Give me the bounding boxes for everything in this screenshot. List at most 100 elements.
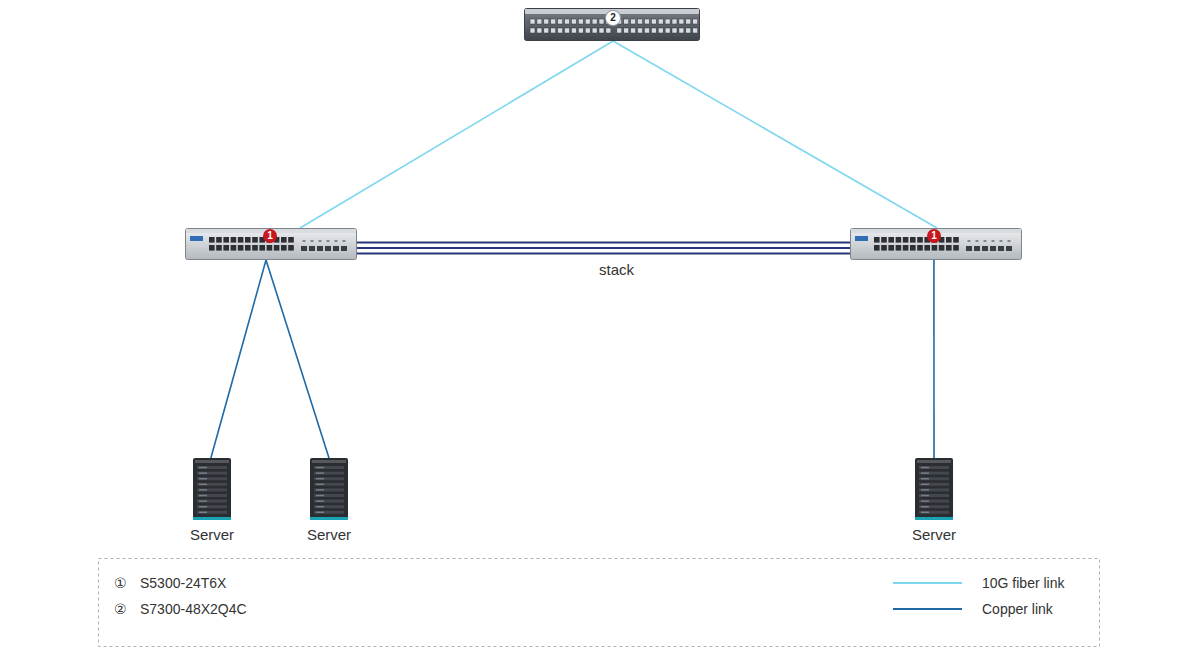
sfp-port bbox=[585, 28, 590, 33]
server-cap bbox=[917, 460, 951, 463]
drive-bay bbox=[197, 483, 227, 486]
sfp-port bbox=[341, 246, 347, 251]
drive-handle bbox=[316, 467, 324, 468]
access-switch: 1 bbox=[185, 228, 357, 260]
drive-bay bbox=[314, 511, 344, 514]
legend-text: S7300-48X2Q4C bbox=[140, 601, 247, 617]
copper-link bbox=[266, 260, 329, 458]
rj45-port bbox=[917, 237, 923, 243]
sfp-port bbox=[982, 246, 988, 251]
drive-bay bbox=[314, 466, 344, 469]
legend-entry: S5300-24T6X bbox=[140, 575, 226, 591]
sfp-port bbox=[558, 28, 563, 33]
rj45-port bbox=[874, 245, 880, 251]
drive-bay bbox=[919, 500, 949, 503]
rj45-port bbox=[252, 245, 258, 251]
drive-bay bbox=[919, 483, 949, 486]
stack-link-strand bbox=[357, 253, 850, 255]
sfp-port bbox=[592, 28, 597, 33]
sfp-port bbox=[530, 19, 535, 24]
drive-bay bbox=[919, 466, 949, 469]
switch-body bbox=[851, 229, 1022, 260]
drive-bay bbox=[919, 511, 949, 514]
port-led bbox=[992, 240, 995, 242]
drive-handle bbox=[316, 495, 324, 496]
drive-bay bbox=[197, 477, 227, 480]
port-led bbox=[984, 240, 987, 242]
drive-handle bbox=[921, 467, 929, 468]
rj45-port bbox=[223, 237, 229, 243]
drive-bay bbox=[314, 505, 344, 508]
rj45-port bbox=[939, 245, 945, 251]
rj45-port bbox=[917, 245, 923, 251]
sfp-port bbox=[990, 246, 996, 251]
sfp-port bbox=[658, 28, 663, 33]
server-tower: Server bbox=[193, 458, 231, 520]
drive-handle bbox=[316, 506, 324, 507]
rj45-port bbox=[223, 245, 229, 251]
drive-bay bbox=[197, 494, 227, 497]
sfp-port bbox=[599, 28, 604, 33]
rj45-port bbox=[267, 245, 273, 251]
server-base bbox=[193, 517, 231, 520]
sfp-port bbox=[537, 28, 542, 33]
sfp-port bbox=[686, 19, 691, 24]
sfp-port bbox=[558, 19, 563, 24]
callout-number: 1 bbox=[927, 229, 941, 243]
sfp-port bbox=[638, 28, 643, 33]
rj45-port bbox=[238, 237, 244, 243]
drive-bay bbox=[919, 477, 949, 480]
sfp-port bbox=[658, 19, 663, 24]
server-tower-art bbox=[193, 458, 231, 520]
rj45-port bbox=[903, 245, 909, 251]
drive-bay bbox=[314, 500, 344, 503]
sfp-port bbox=[530, 28, 535, 33]
rj45-port bbox=[231, 245, 237, 251]
sfp-port bbox=[686, 28, 691, 33]
sfp-port bbox=[624, 28, 629, 33]
rj45-port bbox=[281, 245, 287, 251]
drive-bay bbox=[197, 472, 227, 475]
drive-handle bbox=[199, 478, 207, 479]
sfp-port bbox=[551, 19, 556, 24]
sfp-port bbox=[325, 246, 331, 251]
rj45-port bbox=[910, 237, 916, 243]
fiber-link bbox=[613, 41, 937, 228]
drive-handle bbox=[199, 495, 207, 496]
switch-logo bbox=[190, 236, 203, 241]
rj45-port bbox=[245, 245, 251, 251]
fiber-link bbox=[300, 41, 613, 228]
rj45-port bbox=[216, 237, 222, 243]
sfp-port bbox=[544, 19, 549, 24]
sfp-port bbox=[644, 19, 649, 24]
sfp-port bbox=[644, 28, 649, 33]
rj45-port bbox=[881, 237, 887, 243]
rj45-port bbox=[209, 245, 215, 251]
drive-bay bbox=[314, 472, 344, 475]
drive-handle bbox=[316, 472, 324, 473]
server-tower: Server bbox=[915, 458, 953, 520]
server-base bbox=[915, 517, 953, 520]
stack-link-strand bbox=[357, 242, 850, 244]
server-body bbox=[915, 458, 953, 520]
port-led bbox=[319, 240, 322, 242]
drive-handle bbox=[316, 484, 324, 485]
node-label: Server bbox=[172, 527, 252, 543]
sfp-port bbox=[585, 19, 590, 24]
drive-bay bbox=[197, 500, 227, 503]
drive-handle bbox=[921, 478, 929, 479]
switch-logo bbox=[855, 236, 868, 241]
server-cap bbox=[312, 460, 346, 463]
sfp-port bbox=[571, 28, 576, 33]
drive-handle bbox=[199, 506, 207, 507]
sfp-port bbox=[651, 19, 656, 24]
copper-link-strand bbox=[211, 260, 266, 458]
port-led bbox=[335, 240, 338, 242]
drive-handle bbox=[199, 467, 207, 468]
port-led bbox=[303, 240, 306, 242]
server-cap bbox=[195, 460, 229, 463]
node-label: Server bbox=[894, 527, 974, 543]
core-switch: 2 bbox=[524, 8, 700, 41]
drive-handle bbox=[921, 512, 929, 513]
